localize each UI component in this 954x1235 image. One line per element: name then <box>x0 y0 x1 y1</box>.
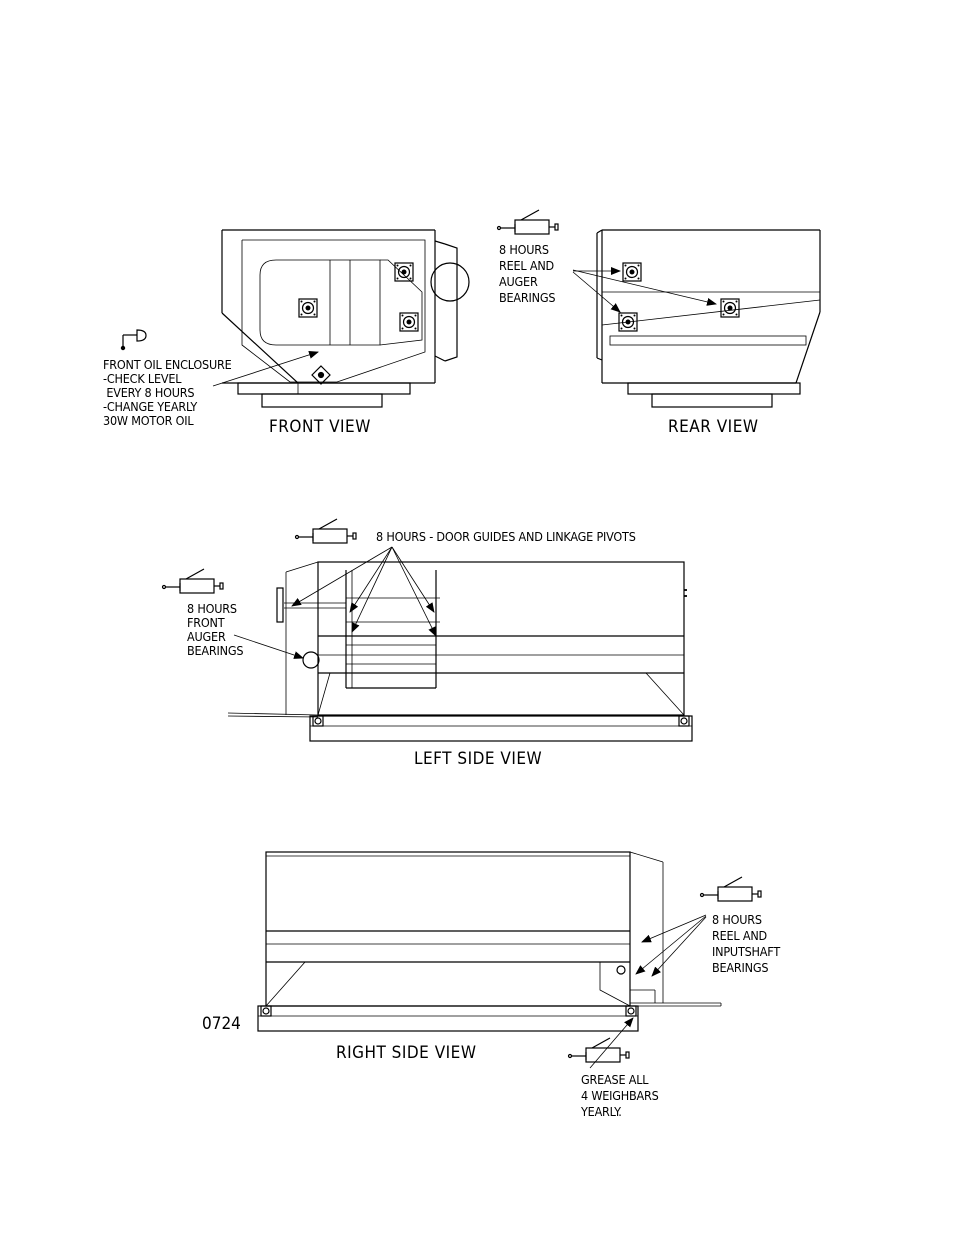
grease-gun-icon <box>161 568 224 594</box>
left-side-view-title: LEFT SIDE VIEW <box>414 749 542 769</box>
rear-view-title: REAR VIEW <box>668 417 758 437</box>
front-view: FRONT OIL ENCLOSURE -CHECK LEVEL EVERY 8… <box>103 229 470 437</box>
weighbar-icon <box>625 1005 637 1017</box>
right-side-note: 8 HOURS REEL AND INPUTSHAFT BEARINGS <box>712 912 783 975</box>
drawing-number: 0724 <box>202 1014 241 1034</box>
rear-view: 8 HOURS REEL AND AUGER BEARINGS REAR VIE… <box>496 209 821 437</box>
left-top-note: 8 HOURS - DOOR GUIDES AND LINKAGE PIVOTS <box>376 529 636 544</box>
right-side-view-title: RIGHT SIDE VIEW <box>336 1043 476 1063</box>
right-side-view: 8 HOURS REEL AND INPUTSHAFT BEARINGS GRE… <box>202 851 783 1119</box>
grease-gun-icon <box>294 518 357 544</box>
right-bottom-note: GREASE ALL 4 WEIGHBARS YEARLY. <box>580 1072 662 1119</box>
grease-gun-icon <box>496 209 559 235</box>
left-side-view: 8 HOURS - DOOR GUIDES AND LINKAGE PIVOTS… <box>161 518 693 769</box>
oil-plug-icon <box>311 365 331 385</box>
front-note: FRONT OIL ENCLOSURE -CHECK LEVEL EVERY 8… <box>103 357 235 428</box>
front-view-title: FRONT VIEW <box>269 417 371 437</box>
drive-pulley <box>430 262 470 302</box>
oil-can-icon <box>120 329 147 351</box>
weighbar-icon <box>678 715 690 727</box>
bearing-icon <box>618 262 740 332</box>
grease-gun-icon <box>699 876 762 902</box>
rear-note: 8 HOURS REEL AND AUGER BEARINGS <box>499 242 557 305</box>
weighbar-icon <box>312 715 324 727</box>
left-side-note: 8 HOURS FRONT AUGER BEARINGS <box>187 601 243 658</box>
weighbar-icon <box>260 1005 272 1017</box>
bearing-icon <box>298 262 419 332</box>
